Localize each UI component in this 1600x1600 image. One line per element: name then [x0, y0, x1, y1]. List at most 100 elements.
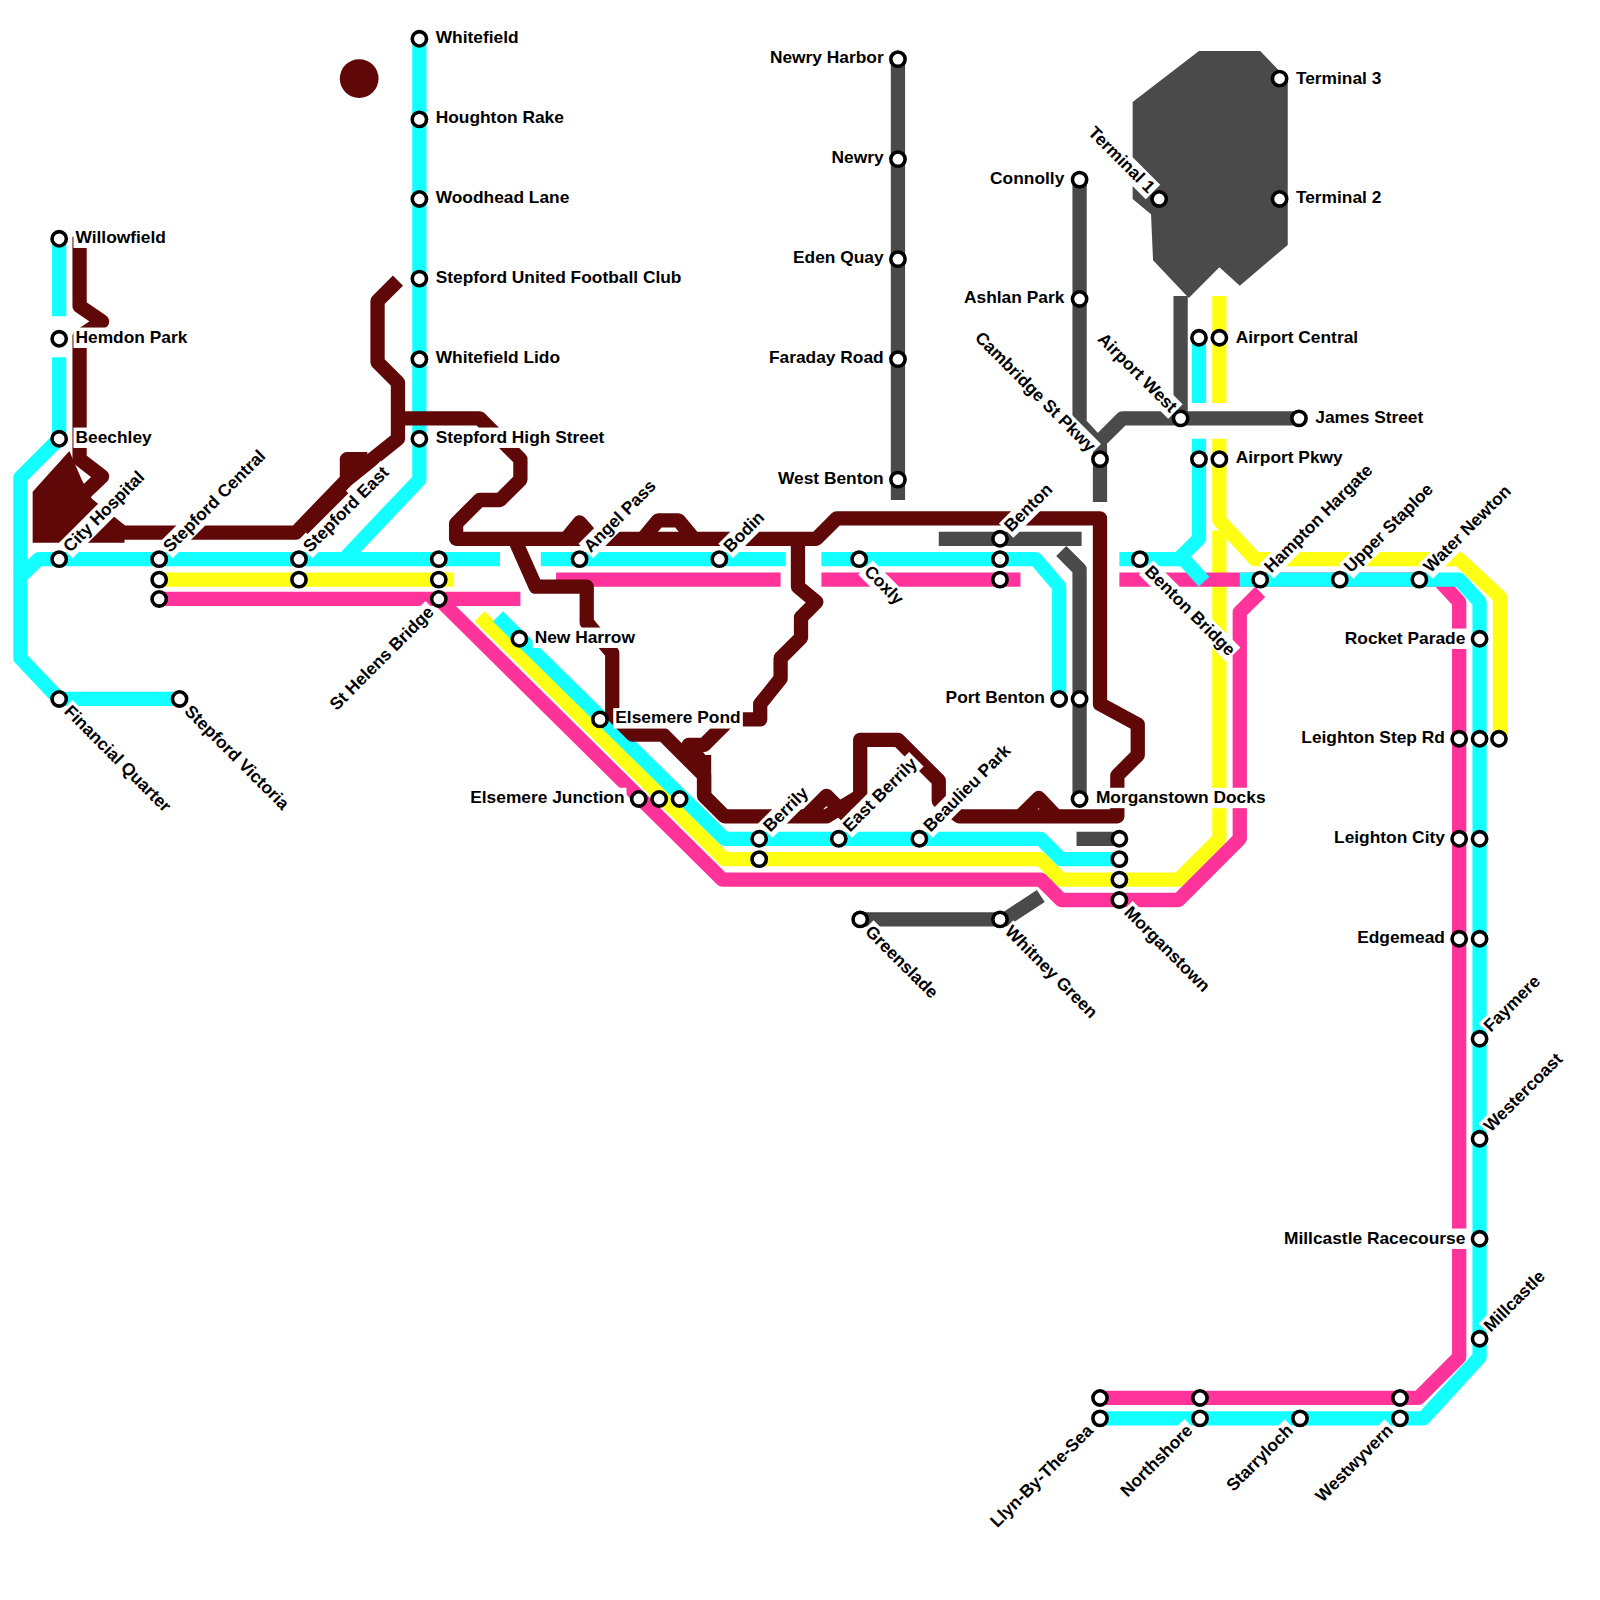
- station-marker: [593, 712, 607, 726]
- station-marker: [1112, 893, 1126, 907]
- station-marker: [853, 912, 867, 926]
- station-marker: [1412, 572, 1426, 586]
- station-marker: [1212, 452, 1226, 466]
- station-marker: [1272, 71, 1286, 85]
- route-line: [1100, 418, 1299, 440]
- station-marker: [891, 52, 905, 66]
- station-marker: [891, 352, 905, 366]
- station-marker: [993, 532, 1007, 546]
- station-marker: [752, 832, 766, 846]
- station-marker: [1112, 852, 1126, 866]
- station-marker: [993, 572, 1007, 586]
- station-marker: [292, 552, 306, 566]
- station-marker: [512, 632, 526, 646]
- station-marker: [412, 352, 426, 366]
- station-marker: [652, 792, 666, 806]
- station-marker: [1072, 292, 1086, 306]
- station-label: Newry Harbor: [768, 48, 886, 68]
- station-marker: [1192, 452, 1206, 466]
- station-label: Woodhead Lane: [434, 188, 572, 208]
- station-marker: [1393, 1391, 1407, 1405]
- route-line: [689, 541, 817, 765]
- route-line: [860, 896, 1041, 919]
- station-label: Whitefield Lido: [434, 348, 562, 368]
- station-label: Terminal 2: [1294, 188, 1384, 208]
- station-label: West Benton: [776, 468, 886, 488]
- airport-terminal-area: [1133, 51, 1288, 298]
- station-marker: [1472, 1232, 1486, 1246]
- station-label: Westercoast: [1478, 1048, 1568, 1138]
- route-line: [1212, 296, 1226, 403]
- station-marker: [752, 852, 766, 866]
- station-marker: [1452, 932, 1466, 946]
- station-marker: [1212, 331, 1226, 345]
- station-label: Faymere: [1478, 970, 1546, 1038]
- station-marker: [52, 692, 66, 706]
- station-marker: [152, 592, 166, 606]
- station-marker: [891, 472, 905, 486]
- station-marker: [672, 792, 686, 806]
- station-marker: [292, 572, 306, 586]
- station-label: Ashlan Park: [962, 288, 1066, 308]
- station-label: Leighton Step Rd: [1299, 728, 1447, 748]
- station-marker: [1452, 832, 1466, 846]
- station-marker: [152, 552, 166, 566]
- station-marker: [912, 832, 926, 846]
- station-label: Elsemere Pond: [613, 708, 742, 728]
- station-marker: [412, 32, 426, 46]
- station-marker: [52, 332, 66, 346]
- station-marker: [1072, 692, 1086, 706]
- station-label: Airport Central: [1234, 328, 1360, 348]
- station-marker: [1052, 692, 1066, 706]
- station-marker: [52, 552, 66, 566]
- station-label: Airport West: [1092, 328, 1183, 419]
- station-marker: [412, 192, 426, 206]
- route-line: [20, 559, 500, 576]
- station-marker: [1093, 452, 1107, 466]
- station-marker: [1133, 552, 1147, 566]
- station-marker: [993, 912, 1007, 926]
- station-label: Port Benton: [944, 688, 1047, 708]
- station-marker: [1393, 1411, 1407, 1425]
- station-marker: [1173, 411, 1187, 425]
- station-marker: [1472, 1332, 1486, 1346]
- station-label: Millcastle: [1478, 1265, 1551, 1338]
- station-marker: [1192, 331, 1206, 345]
- station-label: Stepford United Football Club: [434, 267, 684, 287]
- station-label: Houghton Rake: [434, 108, 566, 128]
- route-line: [1100, 580, 1480, 1419]
- station-marker: [1293, 1411, 1307, 1425]
- station-marker: [1292, 411, 1306, 425]
- station-label: Beechley: [73, 428, 153, 448]
- route-line: [891, 59, 905, 500]
- station-label: Morganstown Docks: [1094, 788, 1268, 808]
- station-marker: [891, 152, 905, 166]
- station-marker: [1472, 832, 1486, 846]
- station-marker: [432, 552, 446, 566]
- station-label: Whitefield: [434, 28, 521, 48]
- station-label: James Street: [1313, 408, 1425, 428]
- station-marker: [1492, 732, 1506, 746]
- station-label: Llyn-By-The-Sea: [985, 1419, 1099, 1533]
- station-marker: [172, 692, 186, 706]
- station-label: Stepford Central: [158, 445, 271, 558]
- station-label: Benton: [999, 478, 1059, 538]
- station-label: Millcastle Racecourse: [1282, 1229, 1467, 1249]
- route-line: [515, 541, 704, 796]
- route-line: [821, 572, 1020, 586]
- station-marker: [1472, 932, 1486, 946]
- route-line: [821, 559, 1059, 699]
- station-label: New Harrow: [533, 628, 637, 648]
- station-label: Greenslade: [859, 920, 943, 1004]
- station-marker: [1193, 1411, 1207, 1425]
- station-marker: [572, 552, 586, 566]
- station-label: Elsemere Junction: [468, 788, 626, 808]
- station-marker: [1472, 632, 1486, 646]
- station-marker: [1333, 572, 1347, 586]
- station-label: Faraday Road: [767, 348, 886, 368]
- station-marker: [1272, 192, 1286, 206]
- station-label: Morganstown: [1118, 901, 1215, 998]
- station-label: Edgemead: [1355, 928, 1447, 948]
- station-marker: [52, 232, 66, 246]
- route-line: [1192, 338, 1206, 403]
